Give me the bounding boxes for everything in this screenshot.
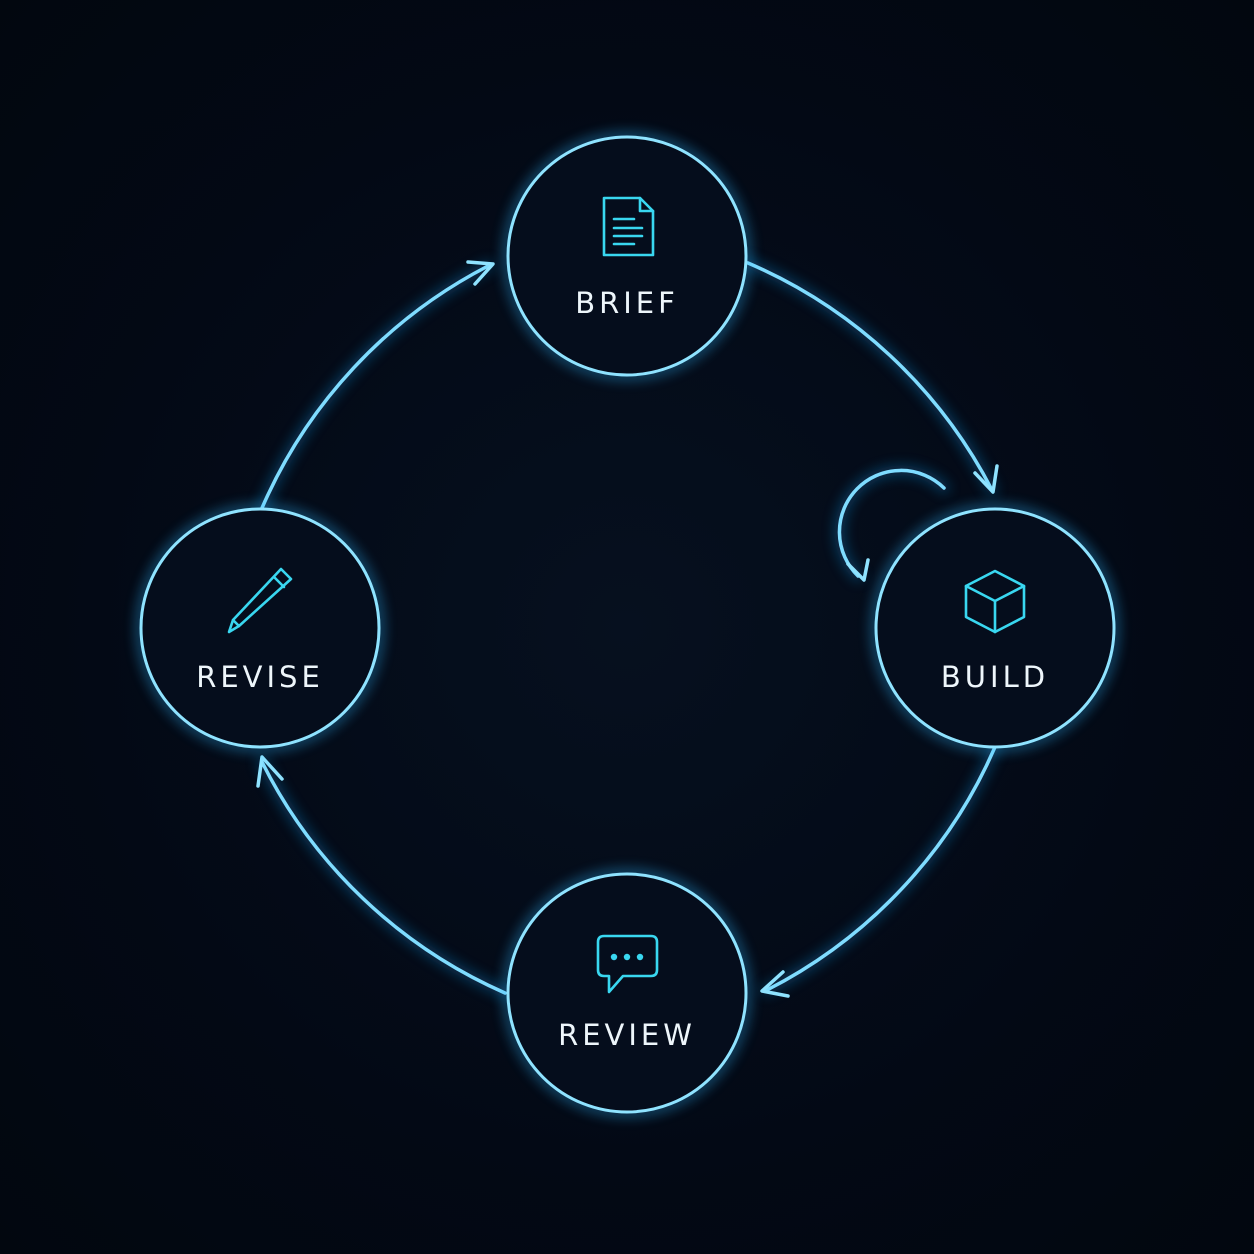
node-review: REVIEW xyxy=(502,868,752,1118)
edge-review-to-revise xyxy=(256,755,507,995)
node-brief-label: BRIEF xyxy=(575,286,679,320)
node-build-label: BUILD xyxy=(941,660,1049,694)
document-icon xyxy=(602,196,655,257)
node-brief: BRIEF xyxy=(502,131,752,381)
arrowhead-build-in xyxy=(973,464,999,494)
edge-brief-to-build xyxy=(746,261,999,494)
edge-layer xyxy=(256,260,999,998)
edge-revise-to-brief xyxy=(260,260,495,510)
node-review-ring xyxy=(506,872,748,1114)
arrowhead-review-in xyxy=(760,970,790,998)
node-revise: REVISE xyxy=(135,503,385,753)
node-review-label: REVIEW xyxy=(558,1018,696,1052)
pencil-icon xyxy=(227,567,293,634)
node-revise-ring xyxy=(139,507,381,749)
arrowhead-revise-in xyxy=(256,755,284,788)
arrowhead-self-loop xyxy=(846,558,870,582)
node-build: BUILD xyxy=(870,503,1120,753)
arrowhead-brief-in xyxy=(466,260,495,286)
edge-build-to-review xyxy=(760,745,997,998)
node-revise-label: REVISE xyxy=(196,660,324,694)
cube-icon xyxy=(964,569,1026,634)
edge-build-self-loop xyxy=(837,468,946,582)
chat-bubble-icon xyxy=(596,934,659,994)
